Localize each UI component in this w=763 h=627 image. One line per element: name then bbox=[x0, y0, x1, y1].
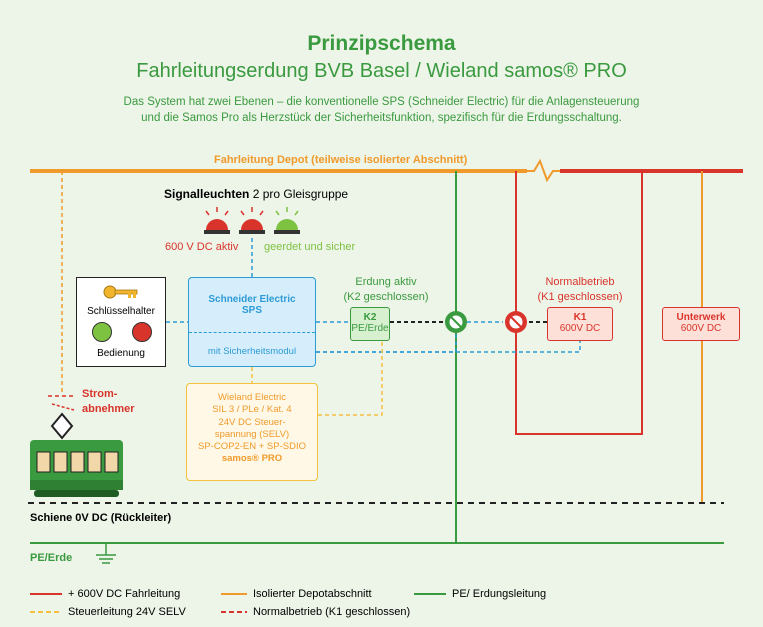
wieland-line-5: SP-COP2-EN + SP-SDIO bbox=[198, 441, 306, 453]
k1-feed-loop bbox=[515, 171, 643, 435]
pantograph-icon bbox=[48, 395, 76, 411]
key-holder-label: Schlüsselhalter bbox=[87, 306, 155, 317]
wieland-line-4: spannung (SELV) bbox=[214, 428, 290, 440]
k2-box: K2 PE/Erde bbox=[350, 307, 390, 341]
key-icon bbox=[103, 285, 138, 299]
intro-line-1: Das System hat zwei Ebenen – die konvent… bbox=[123, 96, 640, 108]
legend-item-pe: PE/ Erdungsleitung bbox=[452, 588, 547, 600]
legend-item-steuerleitung: Steuerleitung 24V SELV bbox=[68, 606, 186, 618]
sps-name-1: Schneider Electric bbox=[208, 294, 296, 305]
unterwerk-sub: 600V DC bbox=[680, 323, 722, 334]
k2-caption-1: Erdung aktiv bbox=[355, 276, 417, 288]
signal-green-label: geerdet und sicher bbox=[264, 241, 356, 253]
signal-light-green-icon bbox=[274, 207, 300, 234]
red-button[interactable] bbox=[132, 322, 152, 342]
signal-light-red-2-icon bbox=[239, 207, 265, 234]
k1-caption-1: Normalbetrieb bbox=[545, 276, 615, 288]
k2-sub: PE/Erde bbox=[351, 323, 389, 334]
legend-item-fahrleitung: + 600V DC Fahrleitung bbox=[68, 588, 181, 600]
pantograph-label-1: Strom- bbox=[82, 388, 118, 400]
k1-box: K1 600V DC bbox=[547, 307, 613, 341]
ground-icon bbox=[96, 543, 116, 564]
wieland-line-6: samos® PRO bbox=[221, 453, 283, 465]
sps-name-2: SPS bbox=[241, 305, 262, 316]
operation-label: Bedienung bbox=[97, 348, 145, 359]
diagram-title: Prinzipschema bbox=[307, 32, 456, 55]
key-panel: Schlüsselhalter Bedienung bbox=[76, 277, 166, 367]
legend-item-normalbetrieb: Normalbetrieb (K1 geschlossen) bbox=[253, 606, 411, 618]
k1-title: K1 bbox=[573, 312, 587, 323]
diagram-subtitle: Fahrleitungserdung BVB Basel / Wieland s… bbox=[136, 60, 627, 82]
depot-line-label: Fahrleitung Depot (teilweise isolierter … bbox=[214, 154, 468, 166]
green-button[interactable] bbox=[92, 322, 112, 342]
unterwerk-box: Unterwerk 600V DC bbox=[662, 307, 740, 341]
rail-label: Schiene 0V DC (Rückleiter) bbox=[30, 512, 172, 524]
unterwerk-title: Unterwerk bbox=[676, 312, 726, 323]
wieland-box: Wieland Electric SIL 3 / PLe / Kat. 4 24… bbox=[186, 383, 318, 481]
earth-switch-icon bbox=[445, 311, 467, 333]
pantograph-label-2: abnehmer bbox=[82, 403, 135, 415]
wieland-line-3: 24V DC Steuer- bbox=[218, 416, 286, 428]
k2-title: K2 bbox=[363, 312, 377, 323]
intro-line-2: und die Samos Pro als Herzstück der Sich… bbox=[141, 112, 622, 124]
legend-item-depot: Isolierter Depotabschnitt bbox=[253, 588, 372, 600]
isolator-zigzag bbox=[527, 158, 560, 183]
sps-module: mit Sicherheitsmodul bbox=[207, 346, 297, 357]
main-switch-icon bbox=[505, 311, 527, 333]
wieland-line-2: SIL 3 / PLe / Kat. 4 bbox=[212, 404, 292, 416]
k2-caption-2: (K2 geschlossen) bbox=[343, 291, 429, 303]
tram-icon bbox=[30, 412, 123, 497]
k1-sub: 600V DC bbox=[559, 323, 601, 334]
wieland-line-1: Wieland Electric bbox=[217, 392, 287, 403]
signal-light-red-icon bbox=[204, 207, 230, 234]
sps-box: Schneider Electric SPS mit Sicherheitsmo… bbox=[188, 277, 316, 367]
signal-red-label: 600 V DC aktiv bbox=[165, 241, 239, 253]
pe-label: PE/Erde bbox=[30, 552, 73, 564]
signal-title: Signalleuchten 2 pro Gleisgruppe bbox=[164, 187, 349, 201]
k1-caption-2: (K1 geschlossen) bbox=[537, 291, 623, 303]
